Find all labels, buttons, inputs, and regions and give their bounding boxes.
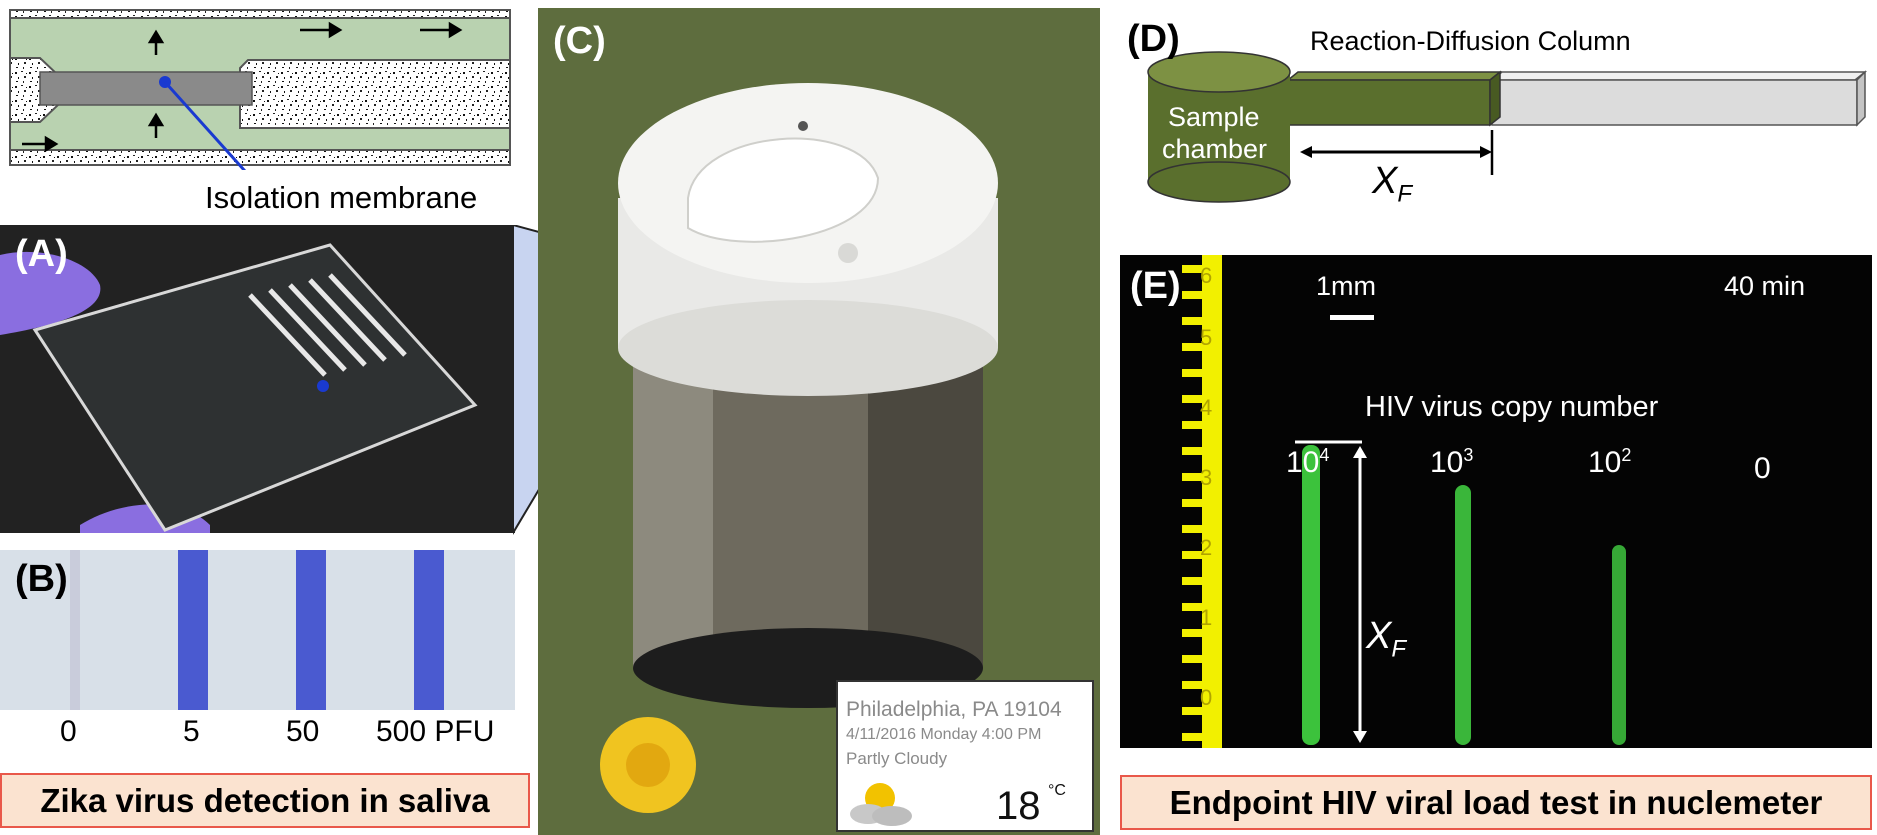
panel-label-d: (D): [1127, 18, 1180, 60]
tick-50: 50: [286, 715, 320, 748]
weather-temperature: 18: [996, 784, 1041, 828]
copy-label-1e3: 103: [1430, 445, 1473, 480]
panel-e-image: (E) 6 5 4 3 2 1 0 1mm 40 min HIV virus c…: [1120, 255, 1872, 748]
copy-base: 0: [1754, 452, 1771, 485]
xf-sub-d: F: [1397, 180, 1413, 208]
xf-main-d: X: [1372, 160, 1398, 202]
tick-500-pfu: 500 PFU: [376, 715, 495, 748]
weather-condition: Partly Cloudy: [846, 749, 948, 768]
weather-datetime: 4/11/2016 Monday 4:00 PM: [846, 726, 1042, 743]
sample-chamber-line1: Sample: [1168, 102, 1260, 132]
weather-unit: °C: [1048, 782, 1066, 799]
copy-exp: 3: [1463, 445, 1474, 465]
membrane-label: Isolation membrane: [205, 180, 478, 215]
copy-base: 10: [1588, 446, 1622, 479]
weather-location: Philadelphia, PA 19104: [846, 698, 1062, 721]
xf-label-d: XF: [1372, 160, 1412, 209]
xf-sub-e: F: [1391, 635, 1407, 663]
tick-5: 5: [183, 715, 200, 748]
membrane-schematic: [0, 0, 520, 170]
ruler-num-4: 4: [1200, 395, 1213, 420]
caption-left: Zika virus detection in saliva: [0, 773, 530, 828]
copy-label-0: 0: [1754, 452, 1771, 486]
sample-chamber-line2: chamber: [1162, 134, 1268, 164]
caption-right: Endpoint HIV viral load test in nuclemet…: [1120, 775, 1872, 830]
copy-label-1e2: 102: [1588, 445, 1631, 480]
copy-exp: 2: [1621, 445, 1632, 465]
copy-label-1e4: 104: [1286, 445, 1329, 480]
panel-b-strip: (B): [0, 550, 515, 710]
panel-label-a: (A): [15, 233, 68, 275]
panel-label-e: (E): [1130, 265, 1181, 307]
xf-label-e: XF: [1366, 615, 1406, 664]
ruler-num-6: 6: [1200, 263, 1213, 288]
panel-a-photo: (A): [0, 225, 515, 533]
weather-widget: Philadelphia, PA 19104 4/11/2016 Monday …: [836, 680, 1094, 832]
ruler-num-0: 0: [1200, 685, 1213, 710]
xf-main-e: X: [1366, 615, 1392, 657]
time-label: 40 min: [1724, 271, 1806, 301]
ruler-num-5: 5: [1200, 325, 1213, 350]
scale-label: 1mm: [1316, 271, 1376, 301]
ruler-num-2: 2: [1200, 535, 1213, 560]
copy-exp: 4: [1319, 445, 1330, 465]
copy-base: 10: [1430, 446, 1464, 479]
partly-cloudy-icon: [846, 778, 918, 828]
column-title: Reaction-Diffusion Column: [1310, 26, 1631, 56]
copy-base: 10: [1286, 446, 1320, 479]
panel-d-schematic: (D) Reaction-Diffusion Column Sample cha…: [1120, 10, 1877, 210]
panel-c-photo: (C) Philadelphia, PA 19104 4/11/2016 Mon…: [538, 8, 1100, 835]
ruler-num-3: 3: [1200, 465, 1213, 490]
ruler-num-1: 1: [1200, 605, 1213, 630]
panel-label-c: (C): [553, 20, 606, 62]
panel-label-b: (B): [15, 558, 68, 600]
copy-number-title: HIV virus copy number: [1365, 391, 1659, 423]
tick-0: 0: [60, 715, 77, 748]
